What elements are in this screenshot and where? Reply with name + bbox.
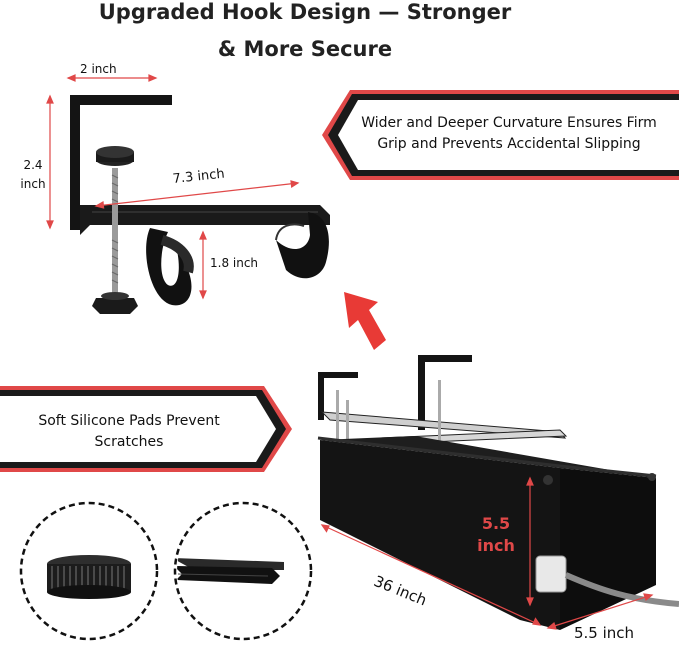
curvature-callout-banner	[322, 90, 679, 180]
tray-height-label: 5.5 inch	[477, 514, 515, 555]
pads-callout-text: Soft Silicone Pads Prevent Scratches	[38, 413, 220, 450]
hook-width-label: 2 inch	[80, 62, 117, 76]
hook-height-label: 2.4 inch	[20, 158, 46, 191]
title-line-1: Upgraded Hook Design — Stronger	[98, 0, 512, 24]
red-arrow-icon	[344, 292, 386, 350]
pads-callout-banner	[0, 386, 292, 472]
hook-clamp-illustration	[46, 74, 330, 314]
hook-depth-label: 1.8 inch	[210, 256, 259, 270]
silicone-pad-hook-closeup	[173, 501, 313, 641]
cable-tray-illustration	[317, 355, 679, 630]
silicone-pad-knob-closeup	[19, 501, 159, 641]
curvature-callout-text: Wider and Deeper Curvature Ensures Firm …	[361, 115, 657, 152]
page-title: Upgraded Hook Design — Stronger & More S…	[0, 0, 610, 61]
tray-width-label: 5.5 inch	[574, 624, 635, 642]
title-line-2: & More Secure	[217, 37, 393, 61]
